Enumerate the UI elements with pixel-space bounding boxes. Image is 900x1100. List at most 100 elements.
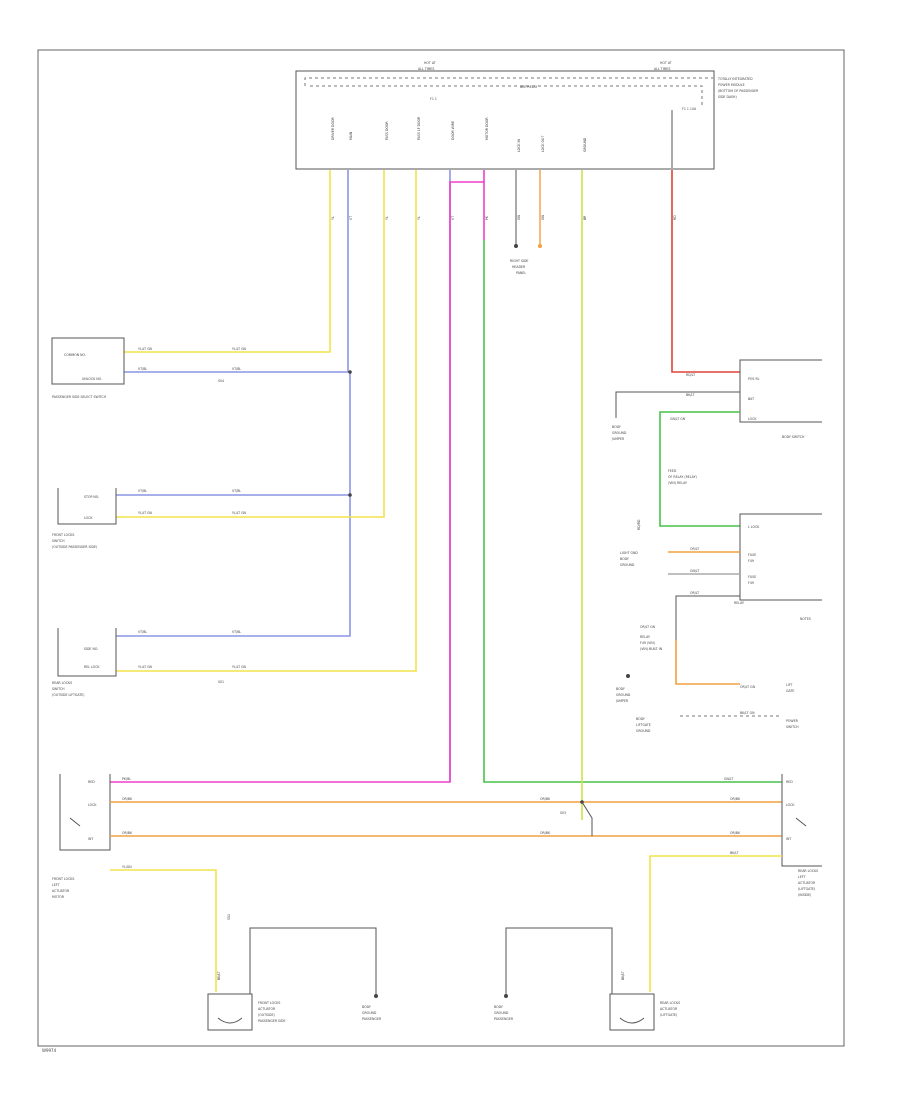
wire-code-4: YL: [417, 216, 421, 220]
body-switch-pin-3: LOCK: [748, 417, 757, 421]
front-switch-name-2: SWITCH: [52, 539, 65, 543]
rear-ground-3: PASSENGER: [494, 1017, 514, 1021]
rear-switch-name-3: (OUTSIDE LIFTGATE): [52, 693, 85, 697]
front-motor-wire: BK/LT: [217, 971, 221, 980]
passenger-switch-splice: S04: [218, 379, 224, 383]
front-switch-name-1: FRONT LOCKS: [52, 533, 74, 537]
front-switch-wire1: VT/BL: [138, 489, 147, 493]
wire-blue-2: [116, 372, 351, 496]
front-motor-symbol: [217, 1017, 243, 1024]
tipm-bus-inner: [310, 85, 703, 108]
wire-code-2: VT: [349, 216, 353, 220]
relay-connector-box: [739, 513, 822, 601]
relay-box-1: RELAY: [640, 635, 650, 639]
body-switch-pin-2: BAT: [748, 397, 754, 401]
front-door-switch: STOP NO. LOCK FRONT LOCKS SWITCH (OUTSID…: [52, 488, 352, 549]
actuator-orange-label-4: OR/BK: [540, 831, 551, 835]
tipm-name-2: POWER MODULE: [718, 83, 745, 87]
tipm-name-4: SIDE DASH): [718, 95, 737, 99]
front-motor-ground-wire: [110, 869, 217, 992]
tipm-pin-labels: DRIVER DOOR MAIN PASS DOOR PASS LF DOOR …: [331, 116, 587, 152]
rear-actuator-pin-1: RED: [786, 780, 793, 784]
relay-ground-2: BODY: [620, 557, 629, 561]
actuator-splice-label: S03: [560, 811, 566, 815]
wire-pink: [110, 170, 485, 783]
front-actuator: RED LOCK INT FRONT LOCKS LEFT ACTUATOR M…: [52, 774, 131, 899]
body-switch-wire-red: RD/LT: [686, 373, 695, 377]
relay-ground-dot: [626, 674, 630, 678]
module-wire-codes: YL VT YL YL VT PK GN GN BR RD: [331, 215, 677, 220]
rear-ground-2: GROUND: [494, 1011, 509, 1015]
front-motor-link: [249, 927, 377, 994]
rear-actuator-contact: [795, 817, 807, 827]
rear-motor-ground-label: BK/LT: [730, 851, 739, 855]
front-motor-name-4: PASSENGER SIDE: [258, 1019, 286, 1023]
front-ground-dot: [374, 994, 378, 998]
relay-ground-low-2: GROUND: [616, 693, 631, 697]
relay-lower-wire2: OR/LT GN: [640, 625, 656, 629]
liftgate-ground-3: GROUND: [636, 729, 651, 733]
tipm-top-label-1: HOT AT: [424, 61, 436, 65]
front-actuator-bracket: [59, 774, 111, 851]
rear-switch-wire2: YL/LT GN: [138, 665, 153, 669]
module-ground-label-3: PANEL: [516, 271, 526, 275]
body-switch-ground-1: BODY: [612, 425, 621, 429]
tipm-top-label-3: HOT AT: [660, 61, 672, 65]
relay-pin-1: L LOCK: [748, 525, 760, 529]
diagram-code: W9974: [42, 1048, 57, 1053]
front-switch-name-3: (OUTSIDE PASSENGER SIDE): [52, 545, 97, 549]
wire-blue-1: [124, 170, 349, 373]
body-switch: POS RL BAT LOCK BODY SWITCH RD/LT BK/LT …: [611, 359, 822, 733]
body-switch-box: [739, 359, 822, 423]
passenger-switch-name: PASSENGER SIDE SELECT SWITCH: [52, 395, 107, 399]
body-switch-ground-3: JUMPER: [611, 437, 625, 441]
pin-label-2: MAIN: [349, 131, 353, 140]
front-actuator-pin-1: RED: [88, 780, 95, 784]
front-ground-3: PASSENGER: [362, 1017, 382, 1021]
front-motor-name-2: ACTUATOR: [258, 1007, 276, 1011]
rear-motor-wire: BK/LT: [621, 971, 625, 980]
rear-motor-symbol: [619, 1017, 645, 1024]
tipm-bus-line: [304, 77, 713, 86]
wire-code-7: GN: [517, 215, 521, 220]
liftgate-ground-1: BODY: [636, 717, 645, 721]
relay-fuse-3: FUSE: [748, 575, 756, 579]
front-switch-bracket: [57, 488, 117, 525]
rear-switch-name-2: SWITCH: [52, 687, 65, 691]
wire-code-10: RD: [673, 215, 677, 220]
lockout-ground-dot: [538, 244, 542, 248]
body-switch-relay-3: (VIN) RELAY: [668, 481, 687, 485]
passenger-switch-common: COMMON NO.: [64, 353, 86, 357]
front-motor-name-1: FRONT LOCKS: [258, 1001, 280, 1005]
tipm-name-1: TOTALLY INTEGRATED: [717, 77, 753, 81]
actuator-splice-link: [581, 801, 593, 836]
pin-label-9: GROUND: [583, 137, 587, 152]
rear-switch-rel: REL LOCK: [84, 665, 100, 669]
splice-blue-1: [348, 370, 352, 374]
body-switch-green: [659, 411, 740, 527]
actuator-orange-label-1: OR/BK: [122, 797, 133, 801]
rear-motor-name-1: REAR LOCKS: [660, 1001, 680, 1005]
relay-fuse-1: FUSE: [748, 553, 756, 557]
front-actuator-name-4: MOTOR: [52, 895, 65, 899]
rear-door-switch: SIDE NO. REL LOCK REAR LOCKS SWITCH (OUT…: [52, 628, 247, 697]
front-actuator-name-2: LEFT: [52, 883, 60, 887]
rear-ground-dot: [504, 994, 508, 998]
relay-ground-3: GROUND: [620, 563, 635, 567]
wire-blue-3: [116, 495, 351, 637]
relay-ground-low-1: BODY: [616, 687, 625, 691]
rear-switch-wire1b: VT/BL: [232, 630, 241, 634]
body-switch-relay-2: OF RELAY (RELAY): [668, 475, 697, 479]
front-ground-1: BODY: [362, 1005, 371, 1009]
rear-switch-side: SIDE NO.: [84, 647, 98, 651]
rear-actuator-name-3: ACTUATOR: [798, 881, 816, 885]
actuator-orange-label-6: OR/BK: [730, 831, 741, 835]
rear-switch-bracket: [57, 628, 117, 677]
wire-code-1: YL: [331, 216, 335, 220]
front-switch-wire2: YL/LT GN: [138, 511, 153, 515]
rear-actuator-pin-3: INT: [786, 837, 791, 841]
front-lock-motor: FRONT LOCKS ACTUATOR (OUTSIDE) PASSENGER…: [207, 927, 382, 1031]
rear-switch-splice: S01: [218, 680, 224, 684]
wire-yellow-2: [116, 170, 385, 518]
rear-motor-link: [505, 927, 613, 994]
